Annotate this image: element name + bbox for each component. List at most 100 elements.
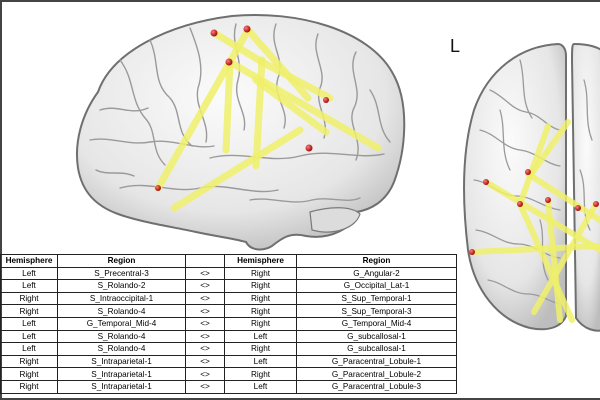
cell-region-a: S_Rolando-4 <box>57 304 186 318</box>
table-row: Right S_Intraparietal-1 <> Left G_Parace… <box>0 379 457 394</box>
cell-region-a: G_Temporal_Mid-4 <box>57 316 186 331</box>
cell-hemisphere-a: Left <box>0 316 58 331</box>
cell-hemisphere-a: Left <box>0 329 58 344</box>
cell-region-a: S_Intraparietal-1 <box>57 379 186 394</box>
cell-region-a: S_Rolando-4 <box>57 342 186 356</box>
cell-region-a: S_Rolando-4 <box>57 329 186 344</box>
cell-region-b: G_Paracentral_Lobule-2 <box>296 367 457 381</box>
top-brain-left-hemisphere <box>463 42 567 331</box>
table-row: Right S_Rolando-4 <> Right S_Sup_Tempora… <box>0 304 457 318</box>
cell-link: <> <box>185 342 225 356</box>
header-region-a: Region <box>57 254 186 268</box>
header-region-b: Region <box>296 254 457 268</box>
cell-link: <> <box>185 316 225 331</box>
node <box>545 197 551 203</box>
cell-region-b: S_Sup_Temporal-3 <box>296 304 457 318</box>
cell-region-b: G_Temporal_Mid-4 <box>296 316 457 331</box>
connection-line <box>154 26 252 192</box>
connection-line <box>483 179 600 253</box>
connection-line <box>252 76 330 136</box>
cell-region-a: S_Rolando-2 <box>57 279 186 293</box>
node <box>517 201 523 207</box>
connection-line <box>170 126 304 212</box>
table-row: Left S_Rolando-4 <> Right G_subcallosal-… <box>0 342 457 356</box>
cell-region-b: G_Paracentral_Lobule-1 <box>296 354 457 369</box>
node <box>483 179 489 185</box>
node <box>305 144 313 152</box>
cell-region-b: G_subcallosal-1 <box>296 342 457 356</box>
header-link <box>185 254 225 268</box>
node <box>323 97 329 103</box>
node <box>575 205 581 211</box>
cell-hemisphere-a: Left <box>0 279 58 293</box>
cell-hemisphere-a: Right <box>0 304 58 318</box>
table-header-row: Hemisphere Region Hemisphere Region <box>0 254 457 268</box>
cell-hemisphere-a: Left <box>0 266 58 281</box>
cell-hemisphere-b: Right <box>224 291 297 306</box>
cell-region-b: G_Occipital_Lat-1 <box>296 279 457 293</box>
cerebellum <box>309 207 361 233</box>
cell-link: <> <box>185 367 225 381</box>
table-row: Right S_Intraoccipital-1 <> Right S_Sup_… <box>0 291 457 306</box>
cell-link: <> <box>185 329 225 344</box>
table-row: Right S_Intraparietal-1 <> Left G_Parace… <box>0 354 457 369</box>
table-row: Right S_Intraparietal-1 <> Right G_Parac… <box>0 367 457 381</box>
view-label: L <box>450 36 461 56</box>
cell-link: <> <box>185 379 225 394</box>
node <box>155 185 161 191</box>
cell-link: <> <box>185 279 225 293</box>
connection-line <box>517 123 551 207</box>
connection-line <box>252 56 266 170</box>
lateral-connections <box>154 26 382 212</box>
top-brain-right-hemisphere <box>570 42 600 332</box>
table-row: Left S_Precentral-3 <> Right G_Angular-2 <box>0 266 457 281</box>
cell-link: <> <box>185 354 225 369</box>
cell-link: <> <box>185 266 225 281</box>
cell-hemisphere-b: Right <box>224 304 297 318</box>
table-row: Left G_Temporal_Mid-4 <> Right G_Tempora… <box>0 316 457 331</box>
node <box>210 29 218 37</box>
cell-region-b: S_Sup_Temporal-1 <box>296 291 457 306</box>
lateral-nodes <box>155 25 329 191</box>
table-row: Left S_Rolando-2 <> Right G_Occipital_La… <box>0 279 457 293</box>
cell-hemisphere-a: Right <box>0 379 58 394</box>
node <box>243 25 251 33</box>
cell-region-a: S_Intraparietal-1 <box>57 367 186 381</box>
cell-hemisphere-b: Left <box>224 329 297 344</box>
cell-hemisphere-b: Left <box>224 379 297 394</box>
table-row: Left S_Rolando-4 <> Left G_subcallosal-1 <box>0 329 457 344</box>
cell-hemisphere-b: Right <box>224 367 297 381</box>
cell-hemisphere-a: Left <box>0 342 58 356</box>
top-connections <box>469 119 600 323</box>
node <box>469 249 475 255</box>
connection-line <box>545 197 563 323</box>
cell-hemisphere-b: Right <box>224 316 297 331</box>
node <box>593 201 599 207</box>
cell-region-b: G_subcallosal-1 <box>296 329 457 344</box>
cell-region-a: S_Intraparietal-1 <box>57 354 186 369</box>
cell-hemisphere-b: Left <box>224 354 297 369</box>
connection-line <box>222 58 234 154</box>
cell-hemisphere-a: Right <box>0 367 58 381</box>
cell-hemisphere-a: Right <box>0 291 58 306</box>
cell-region-a: S_Precentral-3 <box>57 266 186 281</box>
node <box>525 169 531 175</box>
connection-line <box>531 201 599 315</box>
cell-hemisphere-b: Right <box>224 266 297 281</box>
connection-line <box>244 26 312 102</box>
node <box>225 58 233 66</box>
cell-region-a: S_Intraoccipital-1 <box>57 291 186 306</box>
cell-hemisphere-b: Right <box>224 342 297 356</box>
connection-line <box>469 243 600 255</box>
connection-line <box>527 119 571 179</box>
cell-region-b: G_Angular-2 <box>296 266 457 281</box>
cell-link: <> <box>185 304 225 318</box>
cell-region-b: G_Paracentral_Lobule-3 <box>296 379 457 394</box>
cell-hemisphere-b: Right <box>224 279 297 293</box>
connection-line <box>258 58 334 102</box>
top-brain <box>463 42 600 332</box>
connection-line <box>226 58 382 152</box>
connections-table: Hemisphere Region Hemisphere Region Left… <box>0 254 457 394</box>
